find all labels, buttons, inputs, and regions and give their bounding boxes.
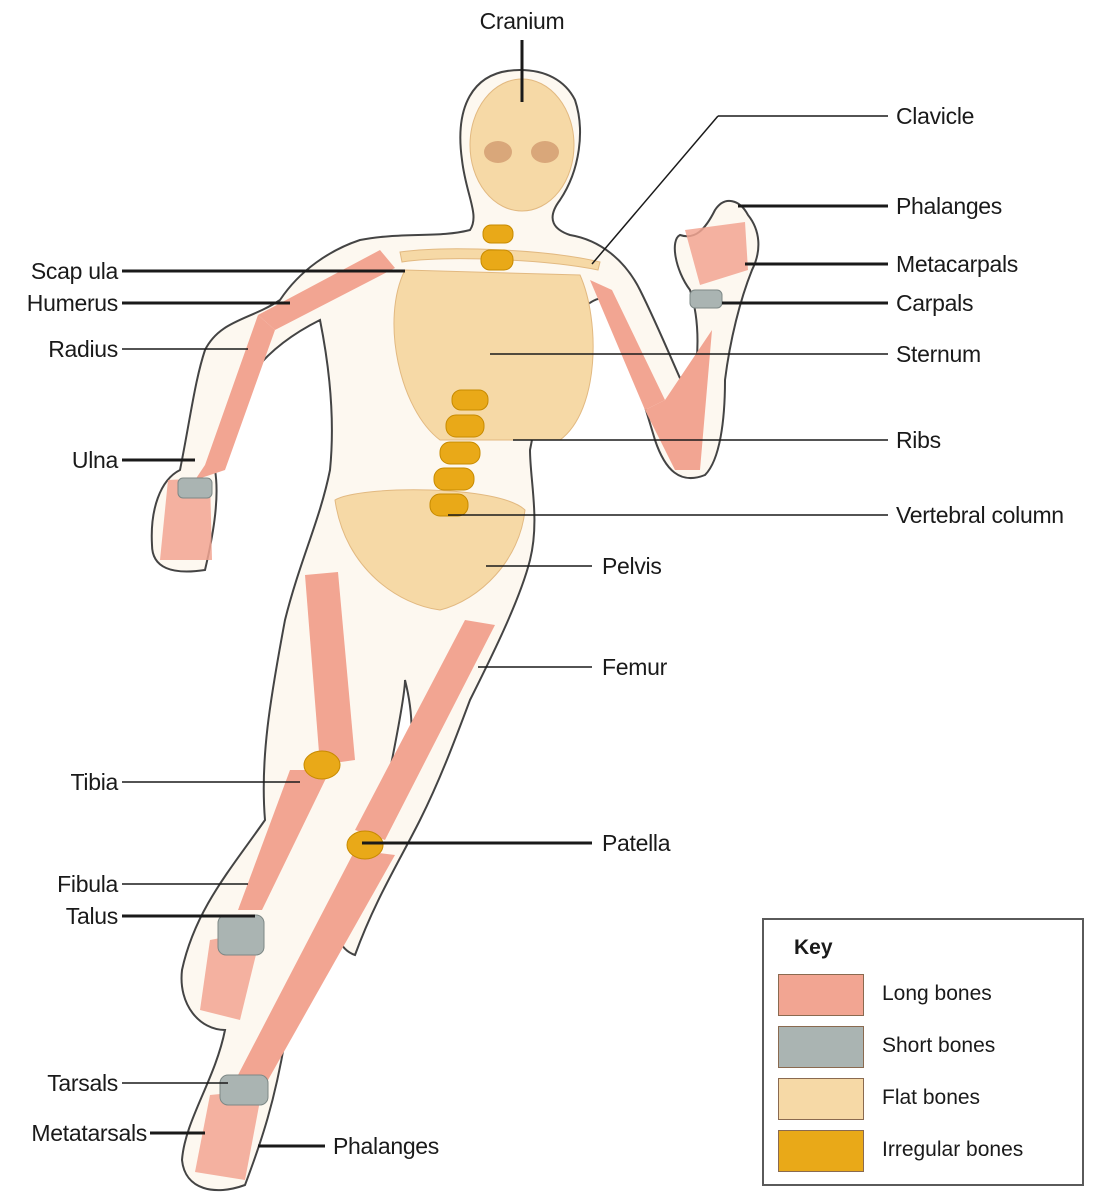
vertebra (446, 415, 484, 437)
tarsals-upper-bone (218, 915, 264, 955)
key-item-label: Irregular bones (882, 1138, 1023, 1162)
label-pelvis: Pelvis (602, 553, 662, 579)
long-bones-swatch (778, 974, 864, 1016)
key-item-short-bones: Short bones (778, 1026, 1078, 1070)
key-item-irregular-bones: Irregular bones (778, 1130, 1078, 1174)
label-radius: Radius (48, 336, 118, 362)
rib-cage-bone (394, 270, 593, 440)
label-femur: Femur (602, 654, 667, 680)
label-humerus: Humerus (27, 290, 118, 316)
label-cranium: Cranium (480, 8, 565, 34)
label-phalanges-hand: Phalanges (896, 193, 1002, 219)
irregular-bones-swatch (778, 1130, 864, 1172)
label-metatarsals: Metatarsals (31, 1120, 147, 1146)
label-ulna: Ulna (72, 447, 118, 473)
body-outline (152, 70, 759, 1190)
tarsals-lower-bone (220, 1075, 268, 1105)
key-item-long-bones: Long bones (778, 974, 1078, 1018)
flat-bones-swatch (778, 1078, 864, 1120)
carpals-right-bone (690, 290, 722, 308)
label-sternum: Sternum (896, 341, 981, 367)
key-item-label: Short bones (882, 1034, 995, 1058)
key-item-label: Flat bones (882, 1086, 980, 1110)
label-metacarpals: Metacarpals (896, 251, 1018, 277)
key-item-label: Long bones (882, 982, 992, 1006)
label-ribs: Ribs (896, 427, 941, 453)
label-tarsals: Tarsals (47, 1070, 118, 1096)
vertebra (440, 442, 480, 464)
patella-left (304, 751, 340, 779)
key-title: Key (794, 936, 833, 960)
label-carpals: Carpals (896, 290, 973, 316)
vertebra (434, 468, 474, 490)
vertebra (430, 494, 468, 516)
carpals-left-bone (178, 478, 212, 498)
vertebra (452, 390, 488, 410)
vertebra (481, 250, 513, 270)
eye-socket-right (531, 141, 559, 163)
label-patella: Patella (602, 830, 670, 856)
label-fibula: Fibula (57, 871, 118, 897)
label-talus: Talus (66, 903, 118, 929)
short-bones-swatch (778, 1026, 864, 1068)
patella-right (347, 831, 383, 859)
vertebra (483, 225, 513, 243)
label-vertebral-column: Vertebral column (896, 502, 1064, 528)
label-clavicle: Clavicle (896, 103, 974, 129)
label-tibia: Tibia (71, 769, 119, 795)
eye-socket-left (484, 141, 512, 163)
key-item-flat-bones: Flat bones (778, 1078, 1078, 1122)
label-phalanges-foot: Phalanges (333, 1133, 439, 1159)
key-legend: Key Long bones Short bones Flat bones Ir… (762, 918, 1084, 1186)
label-scapula: Scap ula (31, 258, 118, 284)
